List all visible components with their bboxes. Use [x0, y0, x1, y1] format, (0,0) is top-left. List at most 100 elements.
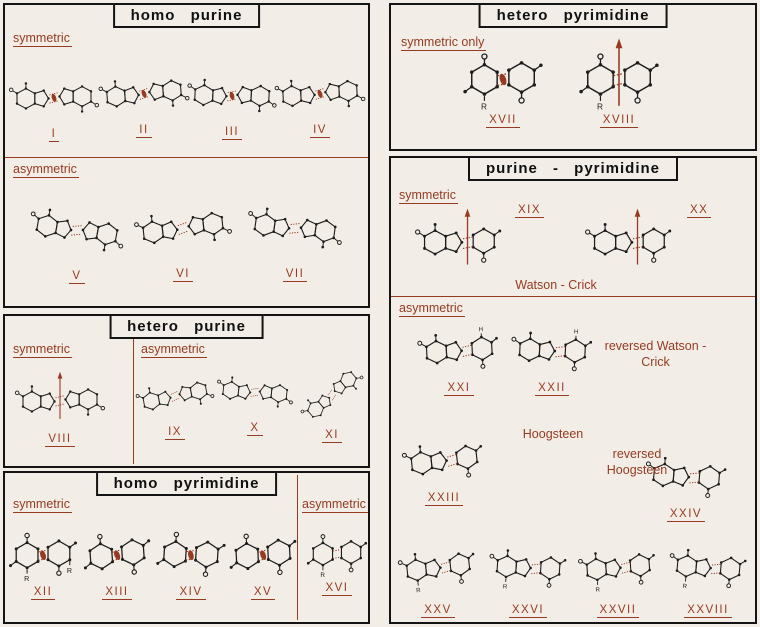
- symmetric-asymmetric-divider: [391, 296, 755, 297]
- structure-label-XVIII: XVIII: [599, 114, 639, 128]
- base-pair-drawing-XVII: [461, 49, 545, 113]
- base-pair-drawing-III: [184, 75, 280, 117]
- structure-label-XXVIII: XXVIII: [684, 604, 732, 618]
- symmetric-asymmetric-divider: [297, 475, 298, 620]
- structure-XXII: XXII: [508, 328, 596, 396]
- base-pair-drawing-XXVI: [486, 545, 571, 592]
- base-pair-drawing-XV: [226, 527, 300, 580]
- structure-label-XXIV: XXIV: [666, 508, 706, 522]
- base-pair-drawing-XIII: [79, 527, 154, 581]
- base-pair-drawing-IX: [133, 373, 217, 418]
- base-pair-drawing-V: [24, 202, 129, 259]
- structure-label-XXVI: XXVI: [508, 604, 548, 618]
- section-label-asymmetric: asymmetric: [141, 342, 207, 358]
- panel-homo-purine: homo purine symmetric I II III IV asymme…: [3, 3, 370, 308]
- base-pair-drawing-XII: [7, 529, 79, 584]
- structure-XIX: [413, 220, 505, 267]
- structure-XI: XI: [295, 380, 369, 443]
- panel-title-homo-purine: homo purine: [112, 3, 261, 28]
- structure-XX: [583, 220, 675, 267]
- base-pair-drawing-VIII: [13, 382, 107, 419]
- base-pair-drawing-VI: [131, 203, 235, 253]
- structure-label-XXV: XXV: [421, 604, 455, 618]
- panel-title-homo-pyrimidine: homo pyrimidine: [95, 471, 278, 496]
- base-pair-drawing-I: [7, 79, 101, 116]
- structure-XXIII: XXIII: [401, 440, 487, 506]
- structure-IX: IX: [135, 380, 215, 440]
- section-label-symmetric: symmetric: [399, 188, 458, 204]
- base-pair-drawing-XVI: [305, 531, 369, 580]
- structure-label-VII: VII: [282, 268, 308, 282]
- reversed-watson-crick-label: reversed Watson - Crick: [604, 339, 707, 370]
- symmetric-asymmetric-divider: [5, 157, 368, 158]
- structure-XXVIII: XXVIII: [667, 548, 749, 618]
- base-pair-drawing-IV: [272, 73, 368, 115]
- base-pair-drawing-XVIII: [577, 49, 661, 113]
- structure-label-XIX: XIX: [515, 204, 545, 218]
- panel-title-hetero-pyrimidine: hetero pyrimidine: [478, 3, 668, 28]
- panel-hetero-purine: hetero purine symmetric asymmetric VIII …: [3, 314, 370, 468]
- structure-label-XVI: XVI: [322, 582, 352, 596]
- structure-IV: IV: [273, 75, 367, 138]
- watson-crick-label: Watson - Crick: [515, 278, 597, 292]
- structure-XV: XV: [227, 529, 299, 600]
- section-label-asymmetric: asymmetric: [13, 162, 79, 178]
- structure-XVII: XVII: [461, 49, 545, 128]
- panel-title-hetero-purine: hetero purine: [109, 314, 264, 339]
- structure-label-I: I: [48, 128, 60, 142]
- structure-I: I: [7, 79, 101, 142]
- structure-label-V: V: [69, 270, 85, 284]
- structure-XIII: XIII: [81, 529, 153, 600]
- section-label-symmetric: symmetric: [13, 31, 72, 47]
- section-label-asymmetric: asymmetric: [399, 301, 465, 317]
- structure-label-IV: IV: [310, 124, 330, 138]
- structure-label-II: II: [136, 124, 152, 138]
- structure-XXI: XXI: [416, 326, 502, 396]
- structure-XXIV: XXIV: [643, 456, 729, 522]
- reversed-hoogsteen-label: reversed Hoogsteen: [606, 447, 668, 478]
- structure-label-XXI: XXI: [444, 382, 474, 396]
- base-pair-drawing-X: [214, 372, 297, 412]
- hoogsteen-label: Hoogsteen: [522, 427, 584, 441]
- base-pair-drawing-XXV: [395, 544, 481, 595]
- structure-label-XX: XX: [687, 204, 712, 218]
- structure-label-VIII: VIII: [45, 433, 75, 447]
- structure-XXVII: XXVII: [577, 548, 659, 618]
- structure-II: II: [97, 75, 191, 138]
- structure-VIII: VIII: [13, 382, 107, 447]
- structure-III: III: [185, 77, 279, 140]
- structure-XVIII: XVIII: [577, 49, 661, 128]
- structure-X: X: [215, 376, 295, 436]
- panel-purine-pyrimidine: purine - pyrimidine symmetric XIX XX Wat…: [389, 156, 757, 624]
- structure-XXVI: XXVI: [487, 548, 569, 618]
- section-label-symmetric-only: symmetric only: [401, 35, 487, 51]
- base-pair-drawing-XXVII: [576, 545, 661, 595]
- structure-label-XI: XI: [322, 429, 342, 443]
- structure-label-XV: XV: [250, 586, 276, 600]
- base-pair-drawing-XXII: [508, 328, 596, 376]
- base-pair-drawing-XIX: [413, 220, 505, 267]
- structure-label-XXII: XXII: [535, 382, 569, 396]
- structure-XIV: XIV: [155, 529, 227, 600]
- panel-homo-pyrimidine: homo pyrimidine symmetric asymmetric XII…: [3, 471, 370, 624]
- structure-label-XII: XII: [30, 586, 56, 600]
- section-label-symmetric: symmetric: [13, 497, 72, 513]
- structure-label-XIV: XIV: [176, 586, 206, 600]
- structure-VI: VI: [133, 208, 233, 282]
- base-pair-drawing-XI: [294, 360, 369, 430]
- panel-hetero-pyrimidine: hetero pyrimidine symmetric only XVII XV…: [389, 3, 757, 151]
- base-pair-drawing-VII: [243, 201, 348, 255]
- panel-title-purine-pyrimidine: purine - pyrimidine: [467, 156, 679, 181]
- structure-label-III: III: [221, 126, 243, 140]
- section-label-asymmetric: asymmetric: [302, 497, 368, 513]
- structure-label-XVII: XVII: [486, 114, 520, 128]
- section-label-symmetric: symmetric: [13, 342, 72, 358]
- base-pair-drawing-XIV: [153, 527, 228, 581]
- structure-label-VI: VI: [173, 268, 193, 282]
- structure-label-IX: IX: [165, 426, 185, 440]
- structure-VII: VII: [245, 208, 345, 282]
- structure-label-X: X: [247, 422, 263, 436]
- structure-XXV: XXV: [397, 548, 479, 618]
- structure-XVI: XVI: [305, 531, 369, 596]
